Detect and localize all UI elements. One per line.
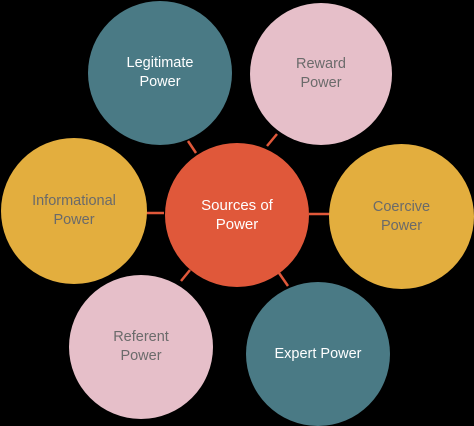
- center-node-sources-of-power: Sources of Power: [165, 143, 309, 287]
- node-informational-power: Informational Power: [1, 138, 147, 284]
- node-label: Referent Power: [113, 329, 169, 364]
- node-label: Legitimate Power: [126, 55, 194, 90]
- node-label: Reward Power: [296, 56, 346, 91]
- connector-expert: [277, 272, 290, 287]
- node-referent-power: Referent Power: [69, 275, 213, 419]
- node-label: Informational Power: [32, 193, 116, 228]
- node-label: Expert Power: [274, 345, 362, 362]
- node-coercive-power: Coercive Power: [329, 144, 474, 289]
- connector-referent: [180, 269, 191, 282]
- node-label: Coercive Power: [372, 198, 431, 234]
- connector-legitimate: [186, 140, 198, 154]
- node-expert-power: Expert Power: [246, 282, 390, 426]
- node-reward-power: Reward Power: [250, 3, 392, 145]
- node-legitimate-power: Legitimate Power: [88, 1, 232, 145]
- center-label: Sources of Power: [201, 197, 273, 233]
- connector-reward: [266, 133, 278, 147]
